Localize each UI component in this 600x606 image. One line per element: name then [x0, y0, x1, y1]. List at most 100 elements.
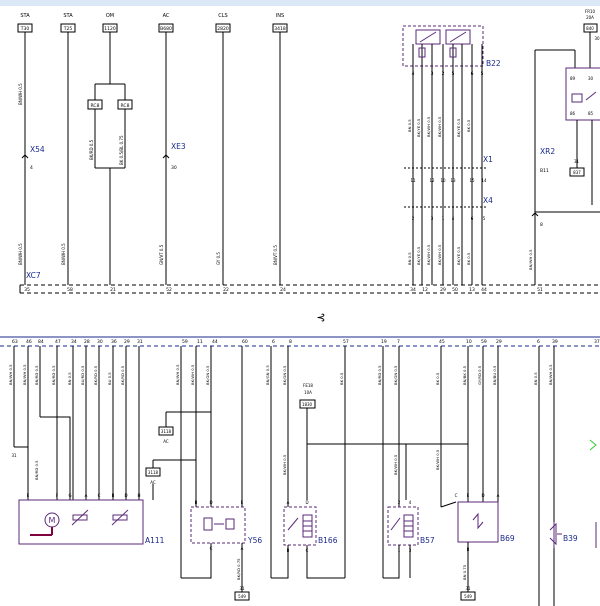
svg-text:X54: X54: [30, 145, 45, 154]
svg-text:45: 45: [439, 339, 445, 345]
svg-text:A: A: [497, 493, 500, 498]
svg-text:39: 39: [552, 339, 558, 345]
svg-text:8: 8: [540, 222, 543, 228]
svg-text:51: 51: [537, 287, 543, 293]
svg-text:15: 15: [469, 178, 475, 183]
connector-xr2: XR2 B11 8: [531, 49, 576, 285]
svg-text:549: 549: [464, 594, 472, 599]
source-box: T25: [60, 23, 76, 33]
source-term: CLS: [218, 13, 227, 19]
b22-component: B22: [402, 25, 501, 285]
svg-text:BN/RD 0.5: BN/RD 0.5: [34, 365, 39, 385]
svg-text:6: 6: [471, 216, 474, 221]
fuse-fe18: FE18 10A 1830: [299, 383, 468, 500]
svg-text:3: 3: [431, 71, 434, 77]
svg-text:XC7: XC7: [26, 271, 41, 280]
svg-text:31: 31: [239, 586, 245, 591]
svg-text:G: G: [68, 493, 71, 498]
svg-text:BN/WH 0.5: BN/WH 0.5: [175, 364, 180, 385]
svg-text:4: 4: [409, 500, 412, 505]
svg-text:F: F: [56, 493, 59, 498]
svg-text:BK/WH 0.5: BK/WH 0.5: [190, 364, 195, 385]
xc7-pins: 35 58 21 52 22 24 34 12 29 50 13 44 51: [24, 287, 543, 293]
svg-text:549: 549: [238, 594, 246, 599]
svg-text:BN 0.5: BN 0.5: [533, 372, 538, 385]
svg-text:M: M: [49, 516, 56, 525]
svg-text:31: 31: [574, 159, 580, 164]
svg-text:10: 10: [466, 339, 472, 345]
relay-component: 89 30 86 85 31 837: [535, 67, 600, 213]
source-term: STA: [20, 13, 30, 19]
svg-text:5: 5: [452, 71, 455, 77]
wire-label: GN/VT 0.5: [159, 244, 164, 265]
svg-text:BK/GN 0.5: BK/GN 0.5: [205, 365, 210, 385]
svg-text:D: D: [209, 500, 212, 505]
svg-text:BK/WH 0.5: BK/WH 0.5: [282, 454, 287, 475]
svg-text:BK/WH 0.5: BK/WH 0.5: [426, 244, 431, 265]
svg-text:3: 3: [431, 216, 434, 221]
svg-text:B57: B57: [420, 536, 435, 545]
svg-text:57: 57: [343, 339, 349, 345]
svg-text:29: 29: [440, 287, 446, 293]
svg-text:BU/RD 0.5: BU/RD 0.5: [80, 365, 85, 385]
svg-text:4: 4: [412, 71, 415, 77]
svg-text:BK 0.5: BK 0.5: [466, 119, 471, 132]
source-term: INS: [276, 13, 284, 19]
component-b166: B166 A D B C: [271, 500, 345, 579]
svg-text:59: 59: [182, 339, 188, 345]
svg-text:5: 5: [483, 216, 486, 221]
component-y56: Y56 B D E C A 31 549: [181, 500, 262, 601]
source-term: AC: [163, 13, 170, 19]
svg-text:Y56: Y56: [247, 536, 262, 545]
connector-x4: X4 2 3 1 4 6 5: [404, 196, 493, 221]
svg-text:BN/RD 0.5: BN/RD 0.5: [51, 365, 56, 385]
source-box: 2820: [215, 23, 231, 33]
svg-text:86: 86: [570, 111, 576, 116]
svg-text:B166: B166: [318, 536, 338, 545]
source-box: 3418: [272, 23, 288, 33]
wire-label: BK 0.5/BL 0.75: [119, 135, 124, 165]
svg-text:B: B: [195, 500, 198, 505]
svg-text:X4: X4: [483, 196, 493, 205]
svg-text:50: 50: [452, 287, 458, 293]
svg-text:44: 44: [481, 287, 487, 293]
svg-text:BK/GN 0.5: BK/GN 0.5: [393, 365, 398, 385]
svg-text:BN/GN 0.5: BN/GN 0.5: [265, 365, 270, 385]
svg-text:T25: T25: [63, 26, 73, 32]
svg-text:1830: 1830: [302, 402, 313, 407]
svg-text:63: 63: [12, 339, 18, 345]
svg-text:T30: T30: [20, 26, 30, 32]
svg-text:FR10: FR10: [585, 9, 596, 14]
svg-text:34: 34: [410, 287, 416, 293]
svg-text:BK/GN 0.5: BK/GN 0.5: [282, 365, 287, 385]
svg-text:31: 31: [11, 453, 17, 458]
svg-text:28: 28: [84, 339, 90, 345]
svg-text:12: 12: [429, 178, 435, 183]
bottom-section: 63 46 84 47 34 28 30 36 29 31 59 11 44 6…: [0, 336, 600, 606]
component-b39: B39: [549, 439, 597, 606]
svg-text:12: 12: [422, 287, 428, 293]
svg-text:46: 46: [26, 339, 32, 345]
wire-label: BN/VT 0.5: [273, 245, 278, 265]
svg-text:BK/RD 0.75: BK/RD 0.75: [236, 558, 241, 580]
svg-text:29: 29: [496, 339, 502, 345]
svg-text:6: 6: [471, 71, 474, 77]
svg-text:14: 14: [481, 178, 487, 183]
top-section: STA STA OM AC CLS INS T30 T25 1120 B680 …: [17, 9, 600, 294]
source-term: STA: [63, 13, 73, 19]
svg-text:30: 30: [588, 76, 594, 81]
svg-text:BK 0.5: BK 0.5: [466, 252, 471, 265]
svg-text:AC: AC: [150, 480, 156, 485]
relay-pair: RC8 RC8: [87, 83, 133, 285]
svg-text:RC8: RC8: [91, 103, 100, 109]
svg-text:84: 84: [38, 339, 44, 345]
svg-text:BN/WH 0.5: BN/WH 0.5: [8, 364, 13, 385]
svg-text:BU 0.5: BU 0.5: [107, 372, 112, 385]
svg-text:B69: B69: [500, 534, 515, 543]
svg-text:BK/YE 0.5: BK/YE 0.5: [456, 118, 461, 137]
svg-text:2: 2: [398, 500, 401, 505]
svg-text:BN 0.5: BN 0.5: [407, 252, 412, 265]
svg-text:30: 30: [171, 165, 177, 171]
svg-text:3418: 3418: [274, 26, 286, 32]
